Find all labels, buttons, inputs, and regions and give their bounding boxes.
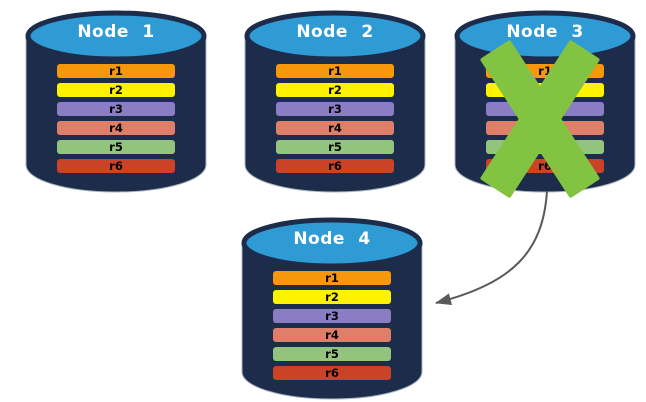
replica-row-r2: r2: [273, 290, 391, 304]
cylinder-top: [25, 10, 207, 62]
replica-row-r2: r2: [57, 83, 175, 97]
replica-row-r5: r5: [57, 140, 175, 154]
replica-row-r3: r3: [57, 102, 175, 116]
replica-row-r4: r4: [273, 328, 391, 342]
replica-row-r5: r5: [273, 347, 391, 361]
replica-row-r6: r6: [273, 366, 391, 380]
replica-row-r1: r1: [276, 64, 394, 78]
replica-row-r3: r3: [276, 102, 394, 116]
replica-row-r1: r1: [57, 64, 175, 78]
replica-row-r4: r4: [276, 121, 394, 135]
replica-row-r6: r6: [276, 159, 394, 173]
replication-arrow-path: [435, 190, 548, 306]
node-1: Node 1 r1 r2 r3 r4 r5 r6: [24, 7, 208, 195]
node-title: Node 1: [77, 22, 155, 42]
replica-row-r6: r6: [57, 159, 175, 173]
replica-row-r1: r1: [273, 271, 391, 285]
replica-list: r1 r2 r3 r4 r5 r6: [276, 64, 394, 178]
node-title: Node 2: [296, 22, 374, 42]
node-2: Node 2 r1 r2 r3 r4 r5 r6: [243, 7, 427, 195]
node-3: Node 3 r1 r2 r3 r4 r5 r6: [453, 7, 637, 199]
replica-list: r1 r2 r3 r4 r5 r6: [57, 64, 175, 178]
cylinder-top: [244, 10, 426, 62]
node-4: Node 4 r1 r2 r3 r4 r5 r6: [240, 214, 424, 402]
replica-row-r5: r5: [276, 140, 394, 154]
replica-list: r1 r2 r3 r4 r5 r6: [273, 271, 391, 385]
cylinder-top: [241, 217, 423, 269]
replica-row-r3: r3: [273, 309, 391, 323]
node-title: Node 4: [293, 229, 371, 249]
replica-row-r4: r4: [57, 121, 175, 135]
replica-row-r2: r2: [276, 83, 394, 97]
failure-x-icon: [479, 39, 601, 199]
node-title: Node 3: [506, 22, 584, 42]
